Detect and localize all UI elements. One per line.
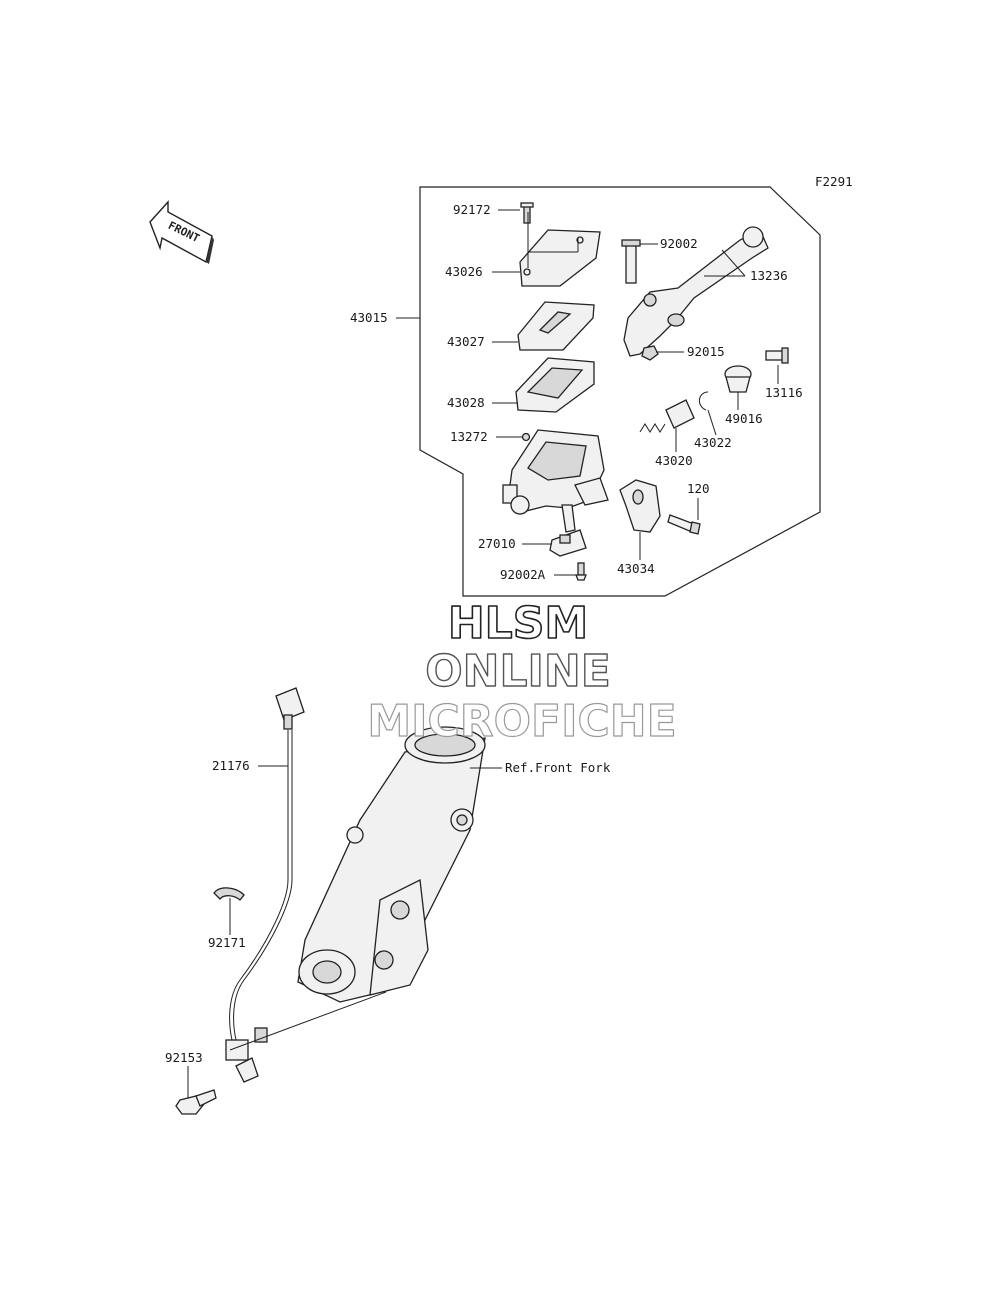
watermark-line-1: HLSM: [448, 598, 588, 649]
pivot-bolt-icon: [621, 239, 641, 284]
label-92002a: 92002A: [500, 567, 546, 582]
front-fork-icon: [297, 726, 486, 1003]
nut-92015-icon: [641, 345, 659, 361]
screw-92002a-icon: [575, 562, 587, 581]
pin-13116-icon: [765, 347, 789, 364]
bolt-120-icon: [667, 514, 701, 535]
label-13272: 13272: [450, 429, 488, 444]
label-92172: 92172: [453, 202, 491, 217]
leader-lines: [187, 209, 779, 1098]
label-43026: 43026: [445, 264, 483, 279]
reservoir-cap-icon: [519, 229, 601, 287]
label-120: 120: [687, 481, 710, 496]
diaphragm-plate-icon: [517, 301, 595, 351]
figure-code: F2291: [815, 174, 853, 189]
label-43027: 43027: [447, 334, 485, 349]
boot-49016-icon: [724, 365, 752, 393]
label-13236: 13236: [750, 268, 788, 283]
label-43022: 43022: [694, 435, 732, 450]
screw-92172-icon: [520, 202, 534, 224]
label-49016: 49016: [725, 411, 763, 426]
bolt-92153-icon: [175, 1089, 217, 1115]
watermark-line-2: ONLINE: [425, 646, 611, 697]
brake-switch-icon: [549, 529, 587, 557]
label-43015: 43015: [350, 310, 388, 325]
front-arrow-icon: FRONT: [149, 200, 214, 264]
label-92153: 92153: [165, 1050, 203, 1065]
watermark: HLSM ONLINE MICROFICHE: [367, 597, 678, 747]
master-cylinder-body-icon: [502, 429, 609, 533]
part-13272-icon: [521, 432, 531, 442]
watermark-line-3: MICROFICHE: [367, 696, 676, 747]
label-13116: 13116: [765, 385, 803, 400]
label-43028: 43028: [447, 395, 485, 410]
clip-92171-icon: [213, 887, 245, 901]
label-21176: 21176: [212, 758, 250, 773]
piston-spring-icon: [639, 399, 695, 433]
label-92015: 92015: [687, 344, 725, 359]
label-27010: 27010: [478, 536, 516, 551]
circlip-icon: [699, 391, 709, 411]
diaphragm-icon: [515, 357, 595, 413]
label-92002: 92002: [660, 236, 698, 251]
clamp-43034-icon: [619, 479, 661, 533]
label-92171: 92171: [208, 935, 246, 950]
label-ref-front-fork: Ref.Front Fork: [505, 760, 611, 775]
label-43020: 43020: [655, 453, 693, 468]
speed-sensor-icon: [225, 687, 305, 1083]
label-43034: 43034: [617, 561, 655, 576]
assembly-boundary: [419, 186, 821, 597]
